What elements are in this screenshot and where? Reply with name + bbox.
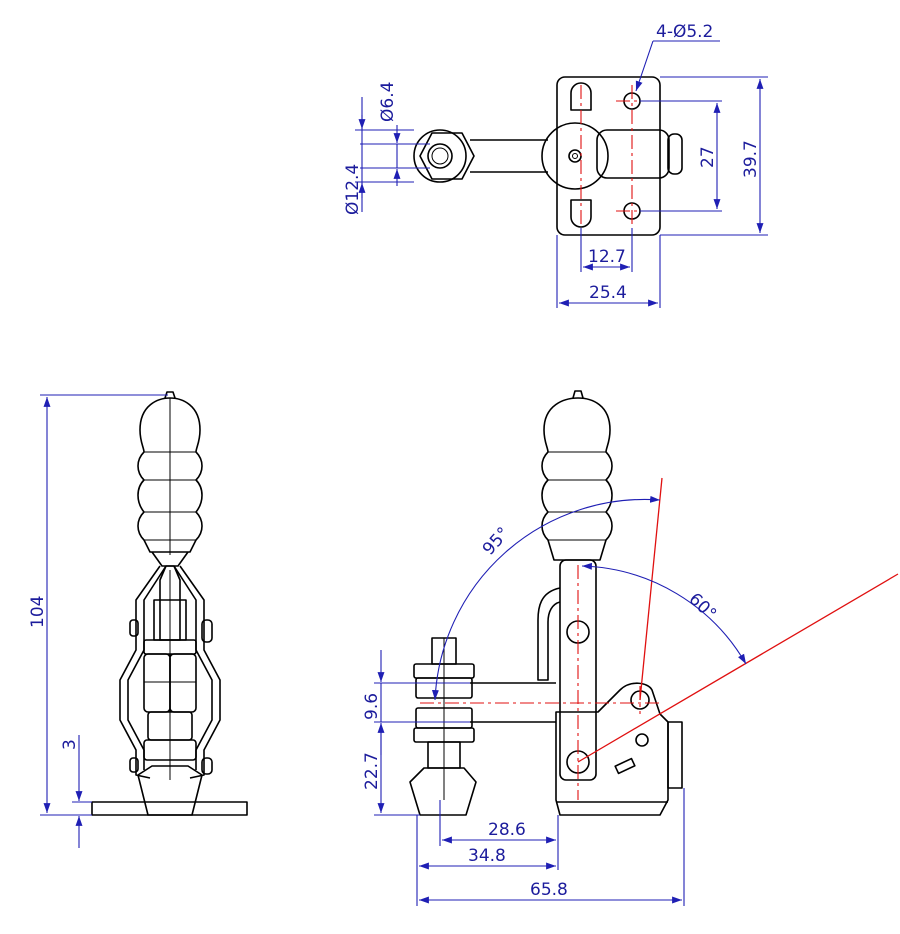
base-height-label: 39.7 — [741, 140, 761, 178]
side-handle-grip — [541, 397, 613, 561]
open-angle-label: 95° — [479, 524, 514, 560]
side-spindle-tip — [409, 767, 477, 816]
base-width-label: 25.4 — [589, 283, 627, 303]
arc-95 — [431, 495, 661, 701]
hub-center — [568, 149, 582, 163]
front-base-plate — [91, 801, 248, 816]
angle-dimensions: 95° 60° — [431, 495, 747, 701]
spindle-height-label: 22.7 — [362, 752, 382, 790]
front-dimensions: 104 3 — [28, 394, 168, 848]
mount-slot — [570, 199, 592, 228]
top-base-plate — [556, 76, 661, 236]
top-hex-nut — [419, 132, 475, 180]
top-dimensions: 4-Ø5.2 39.7 27 12.7 25.4 Ø6.4 — [343, 22, 768, 308]
arm-thickness-label: 9.6 — [362, 693, 382, 720]
total-height-label: 104 — [28, 596, 48, 628]
top-view — [413, 76, 683, 236]
arc-60 — [581, 562, 747, 665]
hub-center-dot — [572, 153, 578, 159]
pivot-cap — [667, 133, 683, 175]
pivot-housing — [596, 129, 670, 179]
top-nut-circle — [413, 129, 467, 183]
front-hex-nut — [143, 653, 171, 713]
front-hex-nut — [169, 653, 197, 713]
top-spindle — [427, 143, 453, 169]
overall-length-label: 65.8 — [530, 880, 568, 900]
side-view — [409, 390, 899, 816]
holes-label: 4-Ø5.2 — [656, 22, 713, 42]
front-view — [91, 391, 248, 816]
top-arm — [470, 139, 548, 173]
mount-slot — [570, 82, 592, 111]
spindle-large-dia-label: Ø12.4 — [343, 164, 363, 215]
base-flange — [667, 721, 683, 789]
reach-short-label: 28.6 — [488, 820, 526, 840]
front-link-right — [179, 565, 221, 779]
hole-spacing-h-label: 12.7 — [588, 247, 626, 267]
swing-line-60 — [577, 573, 899, 763]
front-handle-grip — [137, 397, 203, 553]
front-link-left — [119, 565, 161, 779]
top-spindle-inner — [431, 147, 449, 165]
swing-line-95 — [639, 477, 663, 701]
side-link-bar — [537, 587, 561, 681]
handle-hub — [541, 122, 609, 190]
base-thickness-label: 3 — [60, 739, 80, 750]
side-dimensions: 9.6 22.7 28.6 34.8 65.8 — [362, 650, 685, 906]
spindle-small-dia-label: Ø6.4 — [378, 82, 398, 122]
hole-spacing-v-label: 27 — [698, 146, 718, 168]
handle-angle-label: 60° — [685, 589, 721, 624]
reach-mid-label: 34.8 — [468, 846, 506, 866]
